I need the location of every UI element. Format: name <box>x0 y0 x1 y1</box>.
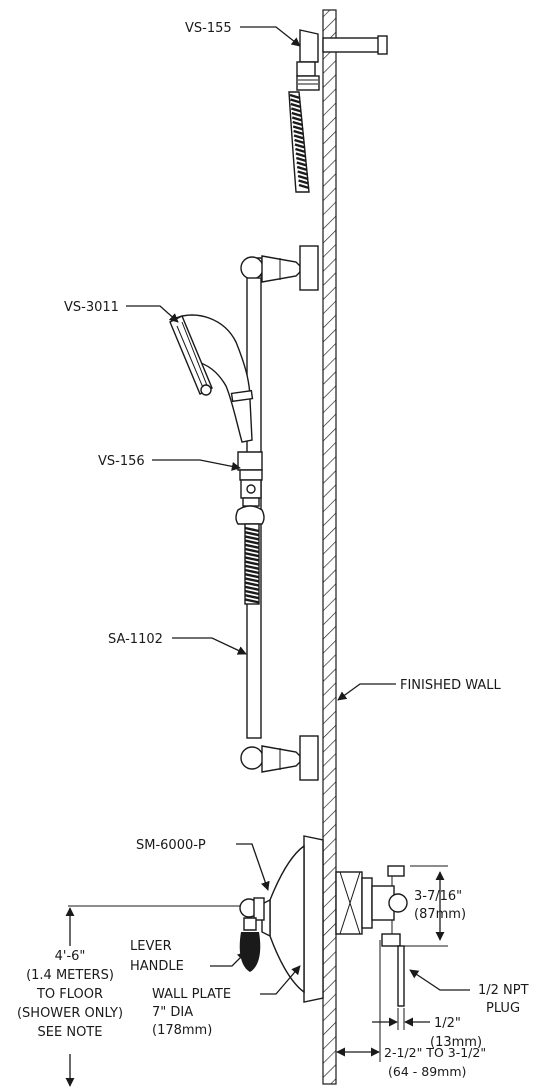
hose-coil <box>244 589 260 596</box>
hose-coil <box>244 581 260 587</box>
hose-coil <box>244 585 260 591</box>
hose-coil <box>244 526 260 533</box>
hose-coil <box>244 598 260 604</box>
label-dim-3-7-16-line1: 3-7/16" <box>414 889 462 904</box>
vs-155-wall-supply-elbow <box>296 29 388 91</box>
hose-coil <box>295 156 307 163</box>
hose-coil <box>291 111 303 118</box>
hose-coil <box>292 125 304 131</box>
hose-coil <box>289 93 301 100</box>
hose-coil <box>244 535 260 541</box>
hose-coil <box>244 594 260 600</box>
label-lever-handle-line2: HANDLE <box>130 959 184 974</box>
hose-coil <box>290 98 301 104</box>
label-vs-3011: VS-3011 <box>64 300 119 315</box>
hose-coil <box>290 102 302 109</box>
valve-body <box>335 865 408 1007</box>
label-wall-plate-line3: (178mm) <box>152 1023 212 1038</box>
hose-coil <box>291 116 303 122</box>
hose-coil <box>244 543 260 549</box>
label-sm-6000-p: SM-6000-P <box>136 838 206 853</box>
hose-coil <box>293 129 304 136</box>
hose-coil <box>244 556 260 562</box>
hose-coil <box>296 165 308 172</box>
hose-coil <box>244 564 260 570</box>
hose-coil <box>295 152 307 158</box>
label-wall-plate-line2: 7" DIA <box>152 1005 193 1020</box>
label-npt-plug-line2: PLUG <box>486 1001 520 1016</box>
sm-6000-p-valve-trim <box>239 835 324 1003</box>
label-dim-depth-line1: 2-1/2" TO 3-1/2" <box>384 1045 486 1060</box>
hose-coil <box>298 179 309 185</box>
hose-coil <box>291 107 302 113</box>
label-height-line5: SEE NOTE <box>38 1025 103 1040</box>
label-npt-plug-line1: 1/2 NPT <box>478 983 529 998</box>
hose-coil <box>295 147 306 154</box>
hose-coil <box>294 138 305 145</box>
label-vs-155: VS-155 <box>185 21 232 36</box>
hose-coil <box>293 134 305 140</box>
label-vs-156: VS-156 <box>98 454 145 469</box>
hose-coil <box>244 539 260 545</box>
hose-coil <box>298 183 310 190</box>
label-dim-half-line1: 1/2" <box>434 1016 461 1031</box>
hose-coil <box>297 174 309 181</box>
hose-coil <box>244 577 260 583</box>
finished-wall <box>322 9 337 1085</box>
label-dim-half-line2: (13mm) <box>430 1035 482 1050</box>
hose-coil <box>244 531 260 537</box>
leader-lines <box>65 26 470 1087</box>
vs-3011-hand-shower <box>169 314 254 443</box>
label-height-line3: TO FLOOR <box>36 987 103 1002</box>
hose-coil <box>292 120 304 127</box>
label-wall-plate-line1: WALL PLATE <box>152 987 231 1002</box>
label-height-line1: 4'-6" <box>55 949 86 964</box>
hose-coil <box>244 573 260 579</box>
label-dim-3-7-16-line2: (87mm) <box>414 907 466 922</box>
hose-coil <box>244 547 260 554</box>
label-sa-1102: SA-1102 <box>108 632 163 647</box>
label-finished-wall: FINISHED WALL <box>400 678 502 693</box>
label-height-line2: (1.4 METERS) <box>26 968 114 983</box>
hose-coil <box>244 552 260 558</box>
label-dim-depth-line2: (64 - 89mm) <box>388 1064 466 1079</box>
label-height-line4: (SHOWER ONLY) <box>17 1006 123 1021</box>
lower-hose <box>244 523 260 605</box>
hose-coil <box>297 170 308 176</box>
hose-coil <box>244 568 260 575</box>
upper-hose <box>288 91 310 193</box>
hose-coil <box>296 161 308 167</box>
hose-coil <box>244 560 260 566</box>
vs-156-slide-holder <box>235 451 265 525</box>
hose-coil <box>294 143 306 149</box>
label-lever-handle-line1: LEVER <box>130 939 172 954</box>
